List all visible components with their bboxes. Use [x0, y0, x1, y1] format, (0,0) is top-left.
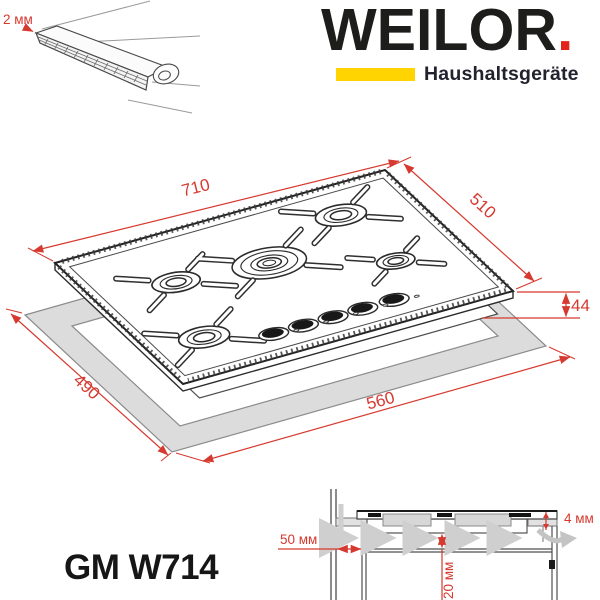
model-name: GM W714: [64, 548, 219, 587]
wall: [330, 489, 337, 600]
dim-depth-510: 510: [466, 189, 500, 222]
hob-isometric-drawing: 710 510 44 490 560: [6, 157, 590, 463]
clearance-dimensions: 50 мм 20 мм 4 мм: [278, 511, 594, 600]
hatch-ticks: [43, 38, 139, 83]
control-knobs: [254, 288, 422, 343]
edge-detail-drawing: 2 мм: [3, 0, 201, 114]
clearance-under-hob: 20 мм: [441, 562, 456, 599]
brand-dot: .: [556, 0, 574, 63]
brand-wordmark: WEILOR.: [321, 0, 593, 62]
brand-logo: WEILOR. Haushaltsgeräte: [321, 0, 593, 86]
brand-name-text: WEILOR: [321, 0, 557, 63]
brand-tagline: Haushaltsgeräte: [424, 62, 579, 85]
installation-cross-section: 50 мм 20 мм 4 мм: [278, 489, 594, 600]
clearance-edge-gap: 4 мм: [564, 511, 594, 526]
airflow-arrows: [319, 504, 577, 558]
dim-width-710: 710: [180, 175, 212, 200]
dim-height-44: 44: [571, 296, 590, 315]
brand-yellow-bar: [336, 67, 415, 81]
edge-thickness-label: 2 мм: [3, 12, 33, 27]
clearance-rear-wall: 50 мм: [280, 532, 317, 547]
burner-caps: [123, 208, 425, 343]
